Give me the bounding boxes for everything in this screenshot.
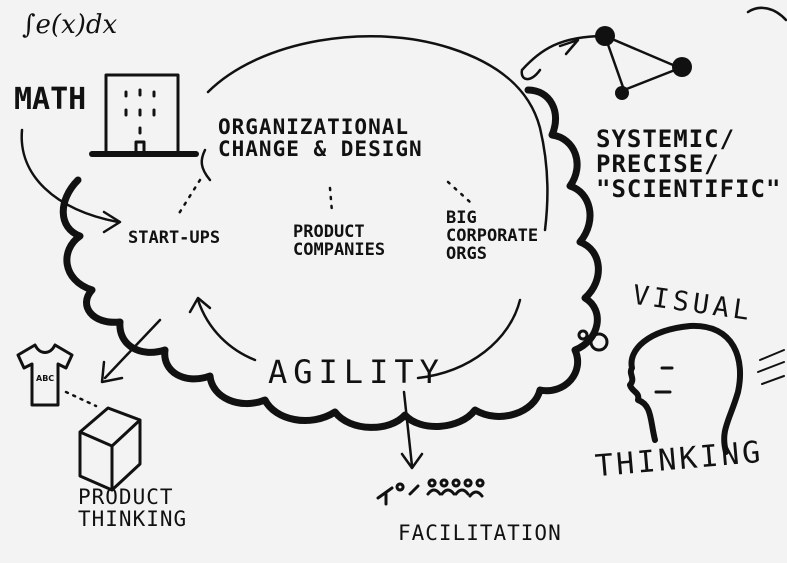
cube-box-icon: [78, 406, 142, 492]
t-shirt-text: ABC: [36, 374, 55, 383]
org-change-label: ORGANIZATIONAL CHANGE & DESIGN: [218, 115, 423, 162]
thought-bubble-small: [577, 329, 589, 341]
math-label: MATH: [14, 82, 87, 117]
tee-to-box-dots: [64, 390, 98, 408]
agility-label: AGILITY: [268, 353, 445, 391]
facilitation-label: FACILITATION: [398, 521, 562, 545]
startups-label: START-UPS: [128, 228, 221, 248]
math-arrowhead: [102, 210, 122, 234]
product-companies-label: PRODUCT COMPANIES: [293, 222, 386, 260]
big-corporate-label: BIG CORPORATE ORGS: [446, 208, 539, 264]
corner-scribble: [746, 6, 787, 22]
cycle-arrow-left: [196, 298, 257, 362]
cloud-top-arc: [206, 34, 549, 232]
cloud-outline: [59, 86, 602, 431]
building-icon: [89, 73, 199, 157]
product-arrow: [103, 318, 162, 380]
integral-formula: ∫e(x)dx: [22, 10, 118, 40]
facilitation-arrow: [402, 390, 414, 468]
head-profile-icon: [627, 322, 785, 455]
network-graph-icon: [520, 26, 692, 100]
cycle-arrow-top: [200, 148, 212, 182]
dotted-connector-1: [176, 178, 202, 217]
cycle-arrow-right: [416, 298, 522, 380]
dotted-connector-2: [328, 186, 334, 214]
t-shirt-icon: [16, 343, 74, 407]
systemic-label: SYSTEMIC/ PRECISE/ "SCIENTIFIC": [596, 125, 782, 204]
facilitation-arrowhead: [400, 452, 424, 470]
people-group-icon: [376, 478, 485, 506]
dotted-connector-3: [446, 180, 472, 204]
product-arrowhead: [100, 360, 124, 384]
cycle-arrowhead-left: [188, 296, 212, 314]
math-arrow: [20, 128, 120, 224]
thought-bubble-large: [589, 332, 609, 352]
product-thinking-label: PRODUCT THINKING: [78, 485, 188, 532]
